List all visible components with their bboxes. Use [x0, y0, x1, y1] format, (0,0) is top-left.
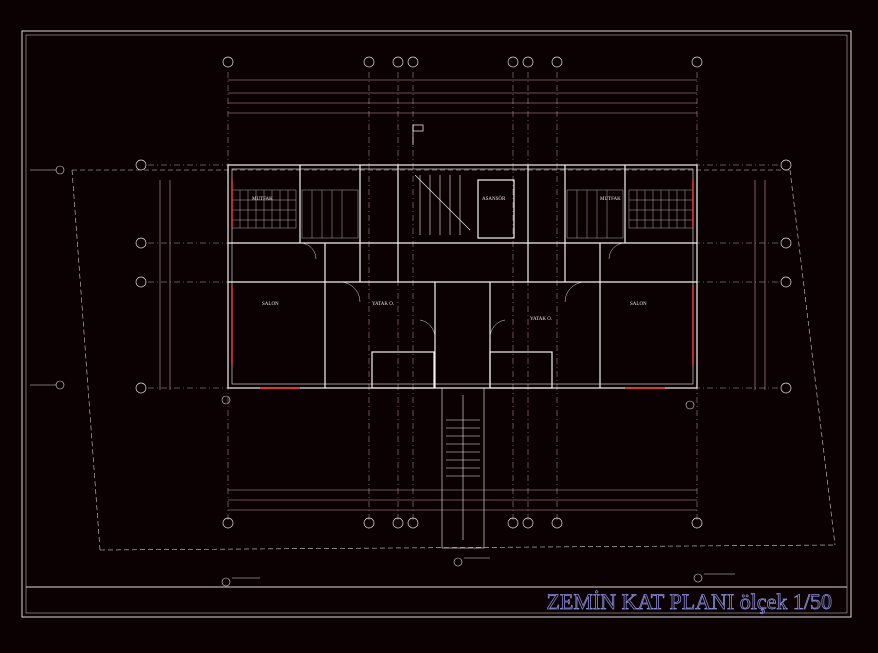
grid-axis-lines: [148, 72, 780, 520]
door-swings: [299, 242, 626, 339]
windows: [231, 180, 694, 389]
drawing-title: ZEMİN KAT PLANI ölçek 1/50: [546, 589, 832, 614]
room-label-left-salon: SALON: [262, 302, 279, 307]
tile-hatching: [231, 189, 694, 239]
site-boundary: [71, 169, 836, 551]
drawing-frame: [21, 30, 852, 618]
level-markers: [30, 165, 735, 587]
north-flag-marker: [412, 124, 424, 145]
room-label-left-bedroom: YATAK O.: [372, 302, 394, 307]
room-label-elevator: ASANSÖR: [482, 196, 506, 202]
dimension-lines-top: [159, 79, 766, 511]
room-labels: SALON MUTFAK YATAK O. YATAK O. SALON MUT…: [252, 196, 647, 322]
room-label-right-kitchen: MUTFAK: [600, 197, 621, 202]
room-label-right-salon: SALON: [630, 302, 647, 307]
room-label-right-bedroom: YATAK O.: [530, 317, 552, 322]
building-walls: [227, 164, 698, 389]
stairs: [414, 174, 485, 549]
grid-bubbles: [135, 56, 792, 529]
room-label-left-kitchen: MUTFAK: [252, 197, 273, 202]
